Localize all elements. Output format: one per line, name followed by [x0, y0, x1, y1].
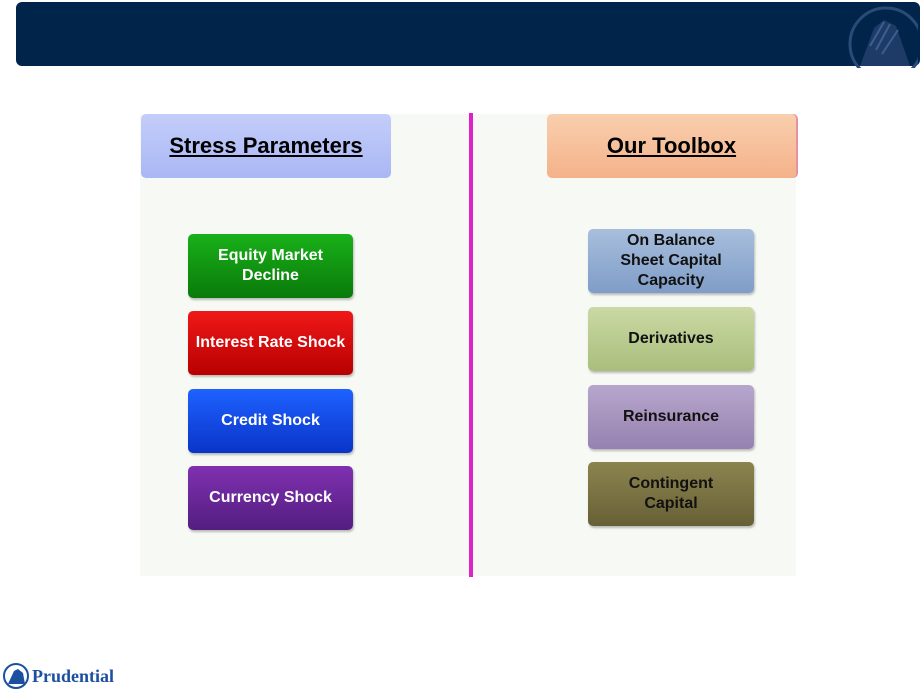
stress-parameters-header: Stress Parameters — [141, 114, 391, 178]
currency-shock-tile: Currency Shock — [188, 466, 353, 530]
our-toolbox-header: Our Toolbox — [547, 114, 796, 178]
contingent-capital-tile: Contingent Capital — [588, 462, 754, 526]
reinsurance-tile: Reinsurance — [588, 385, 754, 449]
rock-icon — [3, 663, 29, 689]
on-balance-sheet-capital-tile: On Balance Sheet Capital Capacity — [588, 229, 754, 293]
equity-market-decline-tile: Equity Market Decline — [188, 234, 353, 298]
rock-emblem-icon — [848, 6, 918, 68]
credit-shock-tile: Credit Shock — [188, 389, 353, 453]
title-banner — [16, 2, 920, 68]
interest-rate-shock-tile: Interest Rate Shock — [188, 311, 353, 375]
derivatives-tile: Derivatives — [588, 307, 754, 371]
center-divider — [469, 113, 473, 577]
logo-wordmark: Prudential — [32, 665, 115, 686]
prudential-logo: Prudential — [3, 662, 114, 690]
